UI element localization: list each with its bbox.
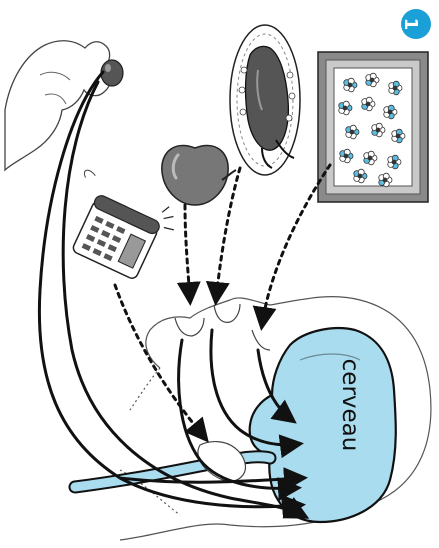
roast-chicken-platter-icon — [230, 25, 300, 175]
step-badge: 1 — [400, 9, 431, 39]
brain: cerveau — [250, 328, 396, 522]
telephone-icon — [52, 168, 182, 286]
framed-painting-icon — [318, 52, 428, 202]
badge-number: 1 — [400, 18, 421, 31]
phone-dotted-arrow — [115, 285, 205, 438]
apple-icon — [162, 145, 236, 205]
apple-dotted-arrow — [185, 205, 190, 300]
brain-label: cerveau — [337, 359, 363, 452]
